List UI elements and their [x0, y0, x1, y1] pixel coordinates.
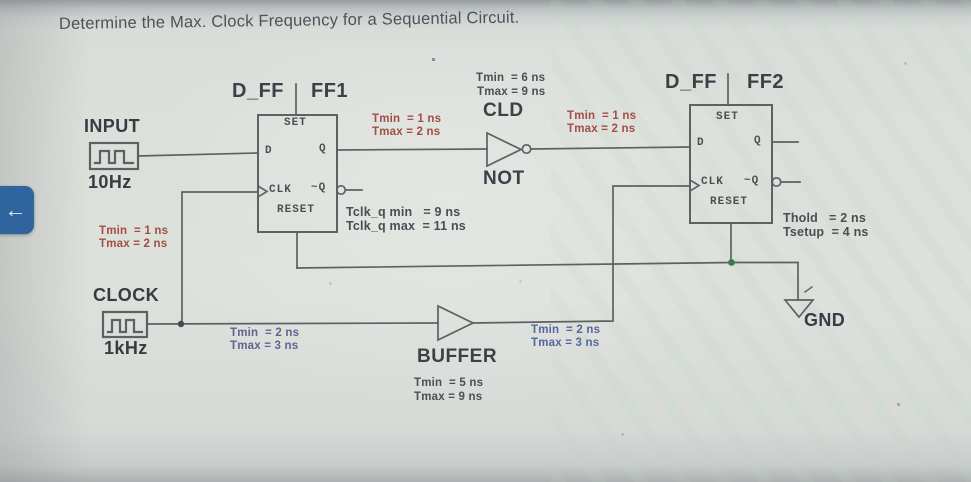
clock-tmax: Tmax = 3 ns [230, 340, 299, 352]
ff1-pin-set: SET [284, 117, 307, 129]
ff1-pin-q: Q [319, 143, 327, 155]
cld-tmax: Tmax = 9 ns [477, 86, 546, 98]
ff2-pin-clk: CLK [701, 176, 724, 188]
ff1-symbol [256, 83, 363, 269]
not-gate-label: NOT [483, 168, 525, 189]
gnd-symbol [783, 286, 815, 319]
cld-tmin: Tmin = 6 ns [476, 72, 546, 84]
ff1-instance-label: FF1 [311, 80, 349, 102]
ff2-pin-qbar: ~Q [744, 175, 760, 187]
buffer-gate-label: BUFFER [417, 346, 498, 367]
wire-not-to-ff2-d [530, 146, 691, 150]
not-gate-symbol [486, 131, 532, 168]
buffer-tmax: Tmax = 9 ns [414, 391, 483, 403]
photo-glare [180, 40, 780, 420]
buffer-gate-symbol [437, 304, 475, 342]
wire-buffer-to-ff2-clk [472, 185, 691, 324]
ff1-pin-qbar: ~Q [311, 182, 327, 194]
net-ff1q-tmax: Tmax = 2 ns [372, 126, 441, 138]
ff1-pin-reset: RESET [277, 204, 316, 216]
wire-input-to-ff1-d [137, 152, 259, 157]
ff1-type-label: D_FF [232, 80, 284, 102]
ff2-thold: Thold = 2 ns [783, 211, 867, 225]
clock-junction-dot [177, 320, 185, 328]
ff1-tclkq-min: Tclk_q min = 9 ns [346, 205, 461, 219]
input-label: INPUT [84, 116, 140, 136]
wire-clock-to-buffer [146, 322, 439, 325]
ff2-type-label: D_FF [665, 71, 717, 93]
net-ff1q-tmin: Tmin = 1 ns [372, 113, 442, 125]
clock-frequency: 1kHz [104, 338, 148, 358]
clock-waveform-icon [101, 310, 149, 339]
ff1-clk-edge-marker [256, 184, 269, 199]
cld-label: CLD [483, 100, 524, 121]
ff1-tclkq-max: Tclk_q max = 11 ns [346, 219, 466, 233]
input-waveform-icon [88, 141, 140, 171]
input-frequency: 10Hz [88, 172, 132, 192]
arrow-left-icon: ← [4, 197, 27, 222]
ff1-pin-d: D [265, 145, 273, 157]
gnd-label: GND [804, 310, 846, 330]
buffer-tmin: Tmin = 5 ns [414, 377, 484, 389]
net-notout-tmax: Tmax = 2 ns [567, 123, 636, 135]
ff1-qbar-bubble [335, 184, 347, 196]
clock-label: CLOCK [93, 285, 159, 305]
wire-ff1-q-to-not [336, 148, 488, 151]
photo-moire [551, 0, 971, 482]
not-bubble [521, 143, 532, 155]
input-tmax: Tmax = 2 ns [99, 238, 168, 250]
ff2-pin-d: D [697, 137, 705, 149]
ff2-pin-reset: RESET [710, 196, 749, 208]
back-button[interactable]: ← [0, 186, 34, 234]
ff2-qbar-bubble [771, 176, 782, 188]
ff2-clk-edge-marker [688, 178, 701, 193]
clock-tmin: Tmin = 2 ns [230, 327, 300, 339]
ff2-pin-q: Q [754, 135, 762, 147]
reset-junction-dot [728, 259, 735, 266]
photo-vignette [0, 0, 90, 482]
ff2-instance-label: FF2 [747, 71, 785, 93]
ff2-symbol [688, 73, 801, 263]
ff1-pin-clk: CLK [269, 184, 292, 196]
wire-reset-bus [296, 261, 799, 269]
net-bufout-tmax: Tmax = 3 ns [531, 337, 600, 349]
ff2-tsetup: Tsetup = 4 ns [783, 225, 869, 239]
input-tmin: Tmin = 1 ns [99, 225, 169, 237]
net-bufout-tmin: Tmin = 2 ns [531, 324, 601, 336]
net-notout-tmin: Tmin = 1 ns [567, 110, 637, 122]
ff2-pin-set: SET [716, 111, 739, 123]
wire-clock-to-ff1-clk [181, 191, 259, 325]
